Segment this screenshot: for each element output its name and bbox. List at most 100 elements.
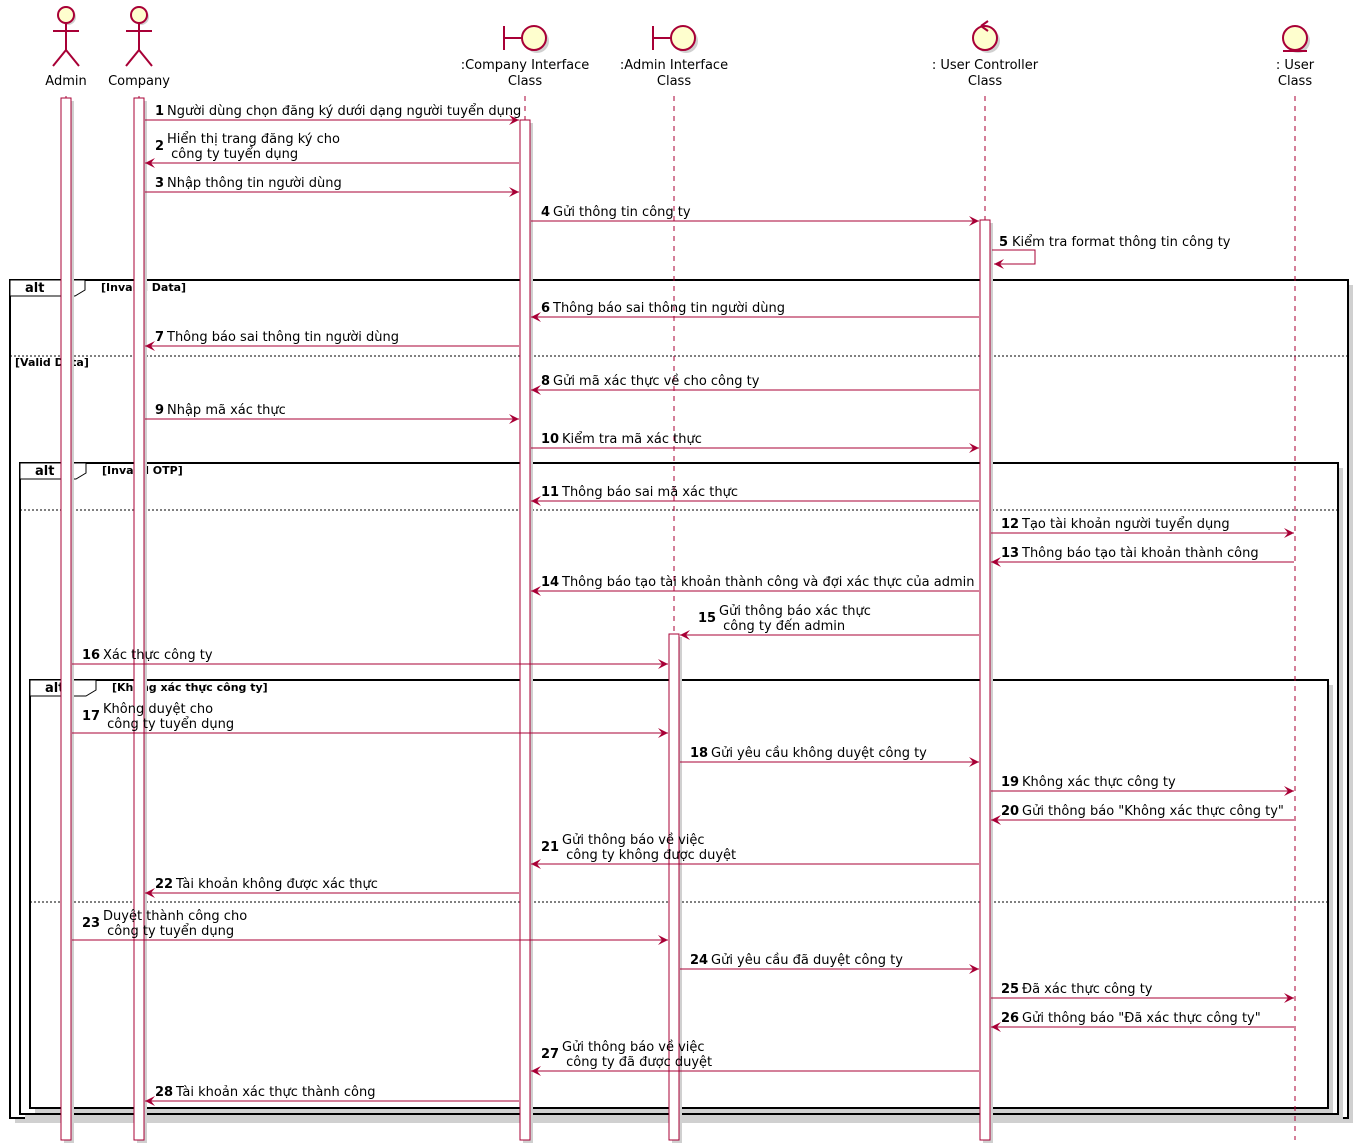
message-number: 25 <box>1001 982 1019 997</box>
entity-circle <box>1282 25 1308 51</box>
message-label: Gửi thông báo "Không xác thực công ty" <box>1022 804 1284 819</box>
message-number: 13 <box>1001 546 1019 561</box>
message-label: công ty tuyển dụng <box>103 924 234 939</box>
actor-head <box>57 6 75 24</box>
participant-type: Class <box>657 74 691 89</box>
message-label: Tài khoản không được xác thực <box>175 877 378 892</box>
message-label: Gửi thông báo xác thực <box>719 604 871 619</box>
message-label: Không xác thực công ty <box>1022 775 1176 790</box>
message-label: công ty tuyển dụng <box>103 717 234 732</box>
participant-type: Class <box>1278 74 1312 89</box>
message-number: 26 <box>1001 1011 1019 1026</box>
actor-body <box>125 23 153 67</box>
fragment-keyword: alt <box>45 681 64 696</box>
message-number: 8 <box>541 374 550 389</box>
boundary-circle <box>670 25 696 51</box>
message-number: 3 <box>155 176 164 191</box>
participant-name: Admin <box>45 74 86 89</box>
message-label: Gửi mã xác thực về cho công ty <box>553 374 760 389</box>
message-number: 9 <box>155 403 164 418</box>
fragment-guard: [Valid Data] <box>15 356 89 369</box>
activation-bar-company_ui <box>519 119 531 1141</box>
message-label: Đã xác thực công ty <box>1022 982 1153 997</box>
fragment-keyword: alt <box>25 281 44 296</box>
message-number: 4 <box>541 205 550 220</box>
message-label: Gửi thông báo về việc <box>562 1040 705 1055</box>
participant-type: Class <box>968 74 1002 89</box>
boundary-bar <box>503 26 522 50</box>
boundary-icon <box>652 25 698 53</box>
message-number: 11 <box>541 485 559 500</box>
actor-head <box>130 6 148 24</box>
message-label: Thông báo tạo tài khoản thành công và đợ… <box>561 575 974 590</box>
activation-bar-admin <box>60 97 72 1141</box>
boundary-icon <box>503 25 549 53</box>
entity-icon <box>1282 25 1310 53</box>
message-arrow <box>992 249 1036 269</box>
message-label: Kiểm tra mã xác thực <box>562 432 702 447</box>
participant-name: :Company Interface <box>461 58 590 73</box>
message-label: công ty tuyển dụng <box>167 147 298 162</box>
fragment-guard: [Không xác thực công ty] <box>112 681 268 694</box>
message-label: Kiểm tra format thông tin công ty <box>1012 235 1231 250</box>
message-label: Nhập thông tin người dùng <box>167 176 342 191</box>
message-number: 6 <box>541 301 550 316</box>
message-number: 14 <box>541 575 559 590</box>
boundary-circle <box>521 25 547 51</box>
message-number: 1 <box>155 104 164 119</box>
activation-bar-admin_ui <box>668 633 680 1141</box>
message-label: Duyệt thành công cho <box>103 909 247 924</box>
message-label: Hiển thị trang đăng ký cho <box>167 132 340 147</box>
message-number: 2 <box>155 139 164 154</box>
message-label: Thông báo sai thông tin người dùng <box>166 330 399 345</box>
message-number: 27 <box>541 1047 559 1062</box>
message-number: 15 <box>698 611 716 626</box>
message-number: 21 <box>541 840 559 855</box>
message-label: Gửi thông báo "Đã xác thực công ty" <box>1022 1011 1261 1026</box>
message-label: Gửi yêu cầu đã duyệt công ty <box>711 953 903 968</box>
message-label: Xác thực công ty <box>103 648 213 663</box>
message-label: công ty không được duyệt <box>562 848 736 863</box>
control-circle <box>972 25 998 51</box>
message-label: Nhập mã xác thực <box>167 403 286 418</box>
message-number: 22 <box>155 877 173 892</box>
message-label: Thông báo sai mã xác thực <box>561 485 738 500</box>
message-number: 20 <box>1001 804 1019 819</box>
participant-admin: Admin <box>45 6 87 89</box>
message-number: 24 <box>690 953 708 968</box>
message-label: Tài khoản xác thực thành công <box>175 1085 376 1100</box>
message-number: 17 <box>82 709 100 724</box>
participant-name: Company <box>108 74 170 89</box>
actor-icon <box>52 6 80 67</box>
actor-icon <box>125 6 153 67</box>
participant-name: : User Controller <box>932 58 1039 73</box>
actor-body <box>52 23 80 67</box>
message-number: 23 <box>82 916 100 931</box>
message-label: công ty đến admin <box>719 619 845 634</box>
message-label: công ty đã được duyệt <box>562 1055 712 1070</box>
message-label: Gửi thông tin công ty <box>553 205 691 220</box>
participant-name: :Admin Interface <box>620 58 728 73</box>
